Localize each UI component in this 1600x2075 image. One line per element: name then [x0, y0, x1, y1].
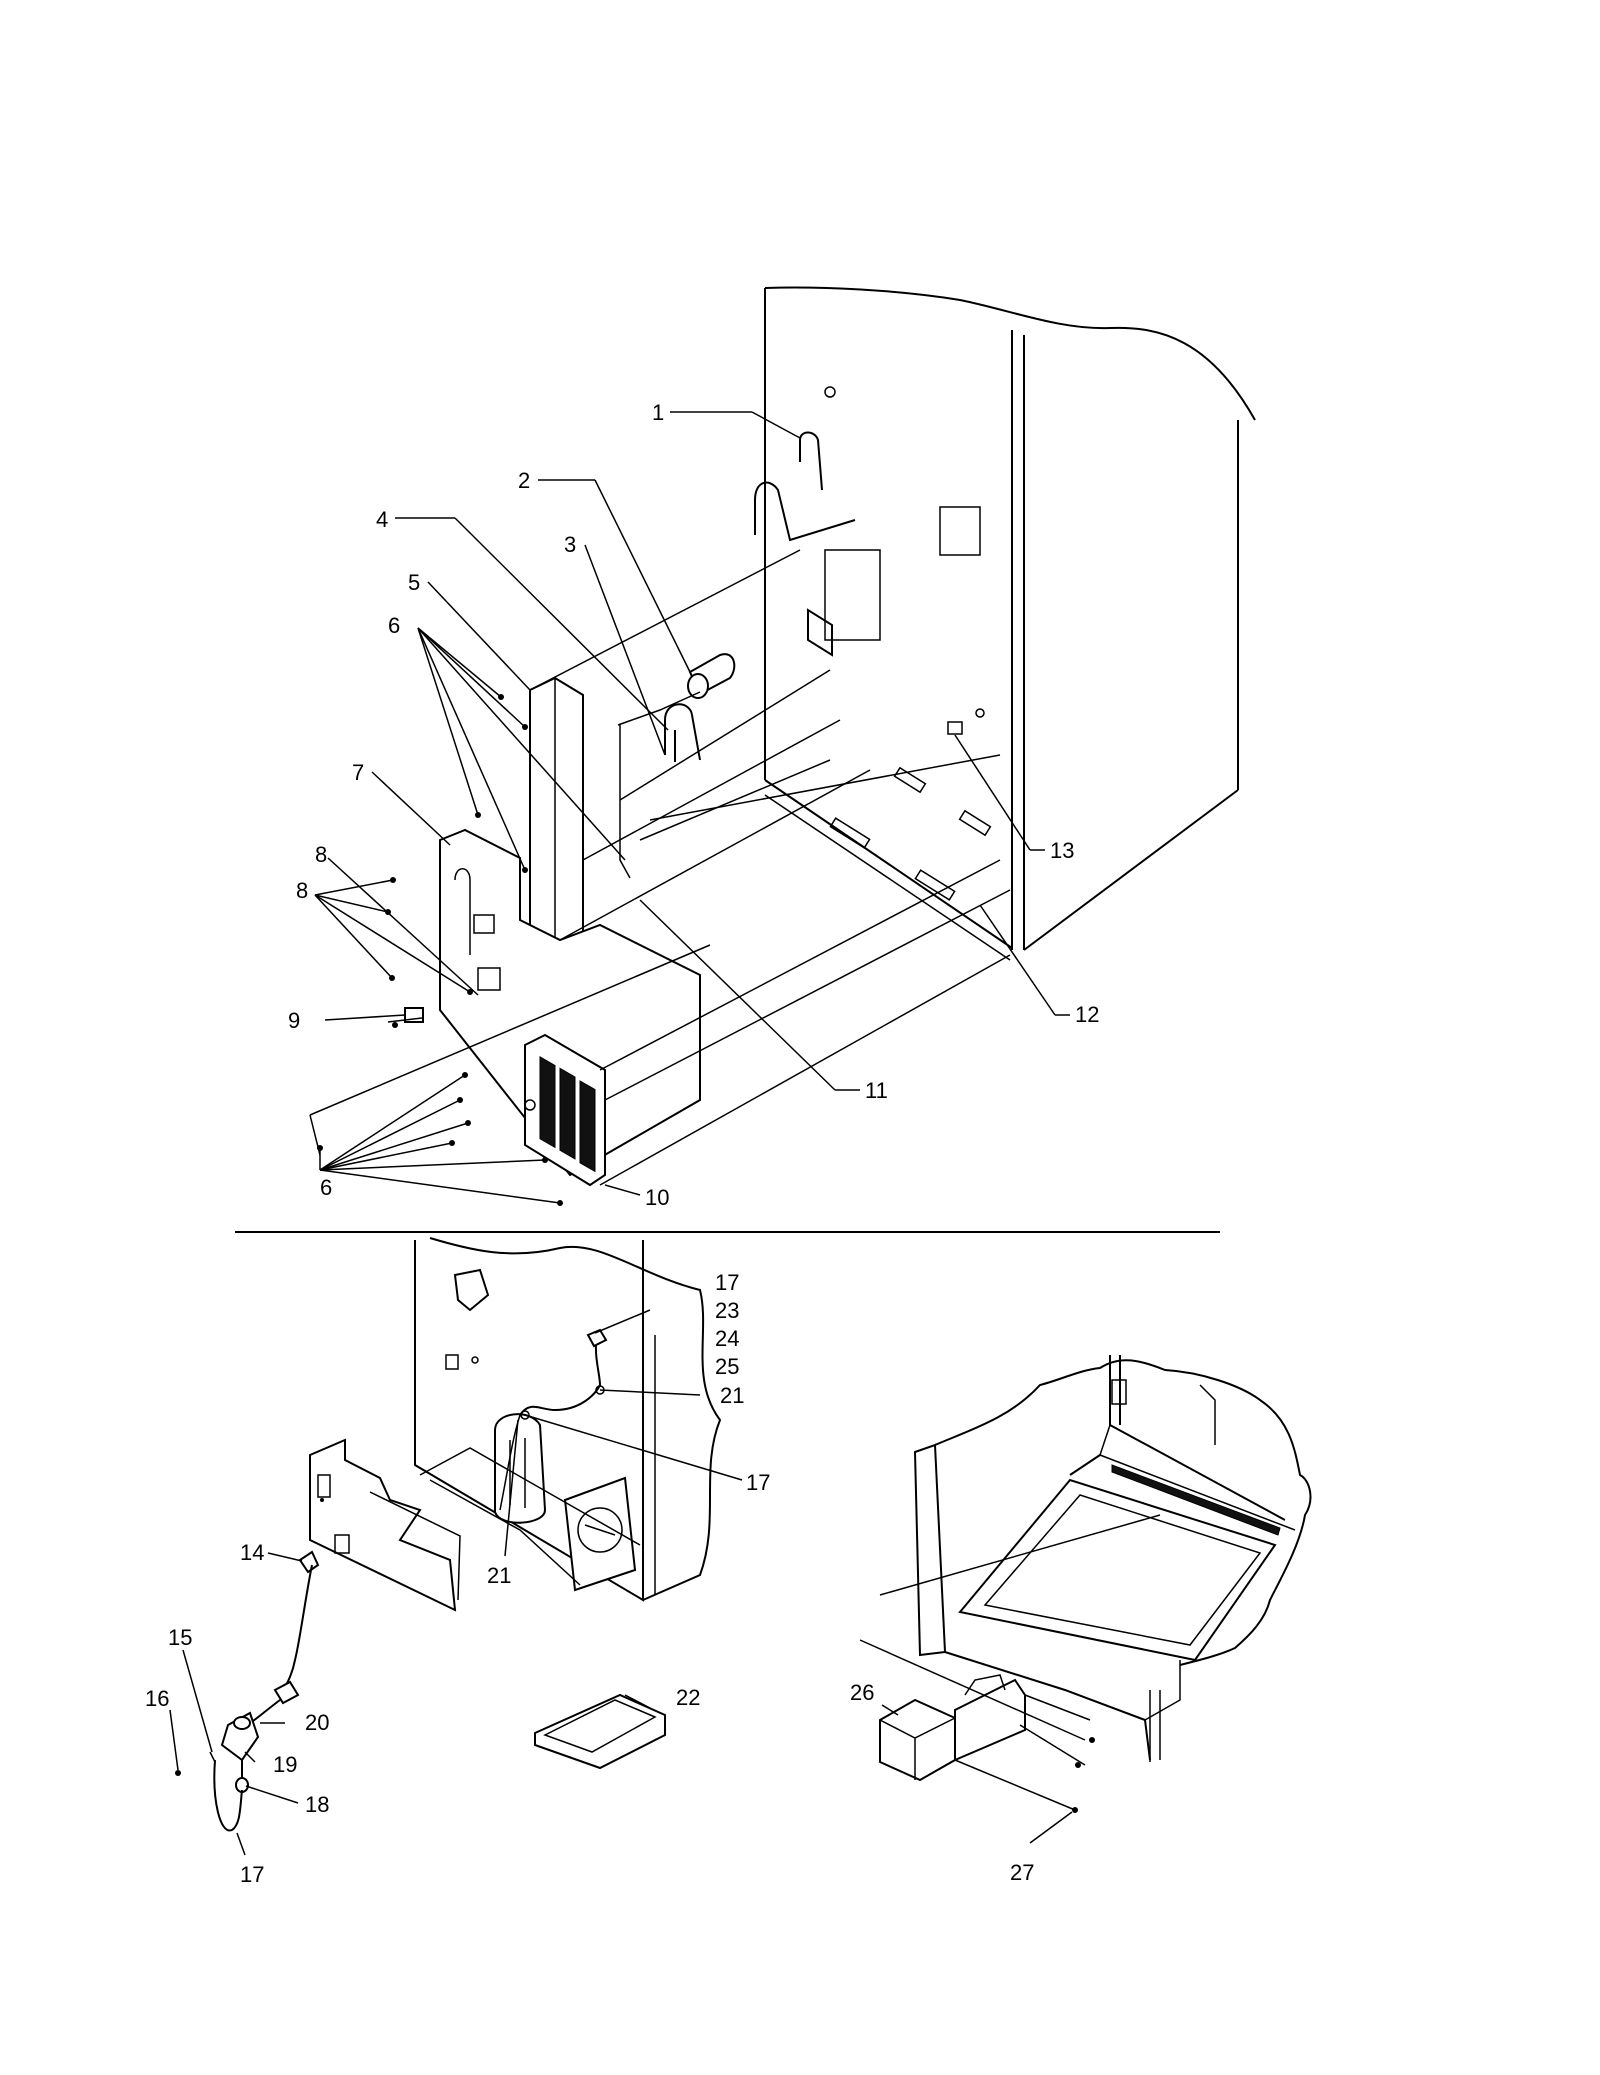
callout-16: 16: [145, 1686, 169, 1711]
callout-6: 6: [388, 613, 400, 638]
callout-22: 22: [676, 1685, 700, 1710]
leader-lines-top: [314, 411, 1070, 1204]
callout-18: 18: [305, 1792, 329, 1817]
part-5-column: [529, 676, 584, 970]
part-bracket-assembly: [754, 481, 881, 657]
cabinet-rear-view: [764, 286, 1256, 961]
wire-harness: [499, 1328, 608, 1511]
callout-20: 20: [305, 1710, 329, 1735]
callout-17: 17: [746, 1470, 770, 1495]
callout-27: 27: [1010, 1860, 1034, 1885]
part-22-drain-tray: [534, 1693, 666, 1770]
callout-2: 2: [518, 468, 530, 493]
water-valve-assembly: [175, 1550, 320, 1832]
compressor-access-panel: [309, 1438, 461, 1612]
callout-labels: 1 2 4 3 5 6 7 8 8 9 6 10 11 12 13 17 23 …: [145, 400, 1099, 1887]
callout-1: 1: [652, 400, 664, 425]
callout-4: 4: [376, 507, 388, 532]
callout-14: 14: [240, 1540, 264, 1565]
callout-9: 9: [288, 1008, 300, 1033]
callout-19: 19: [273, 1752, 297, 1777]
callout-24: 24: [715, 1326, 739, 1351]
callout-15: 15: [168, 1625, 192, 1650]
callout-8: 8: [315, 842, 327, 867]
freezer-interior-view: [913, 1355, 1312, 1762]
part-10-grille: [524, 1033, 606, 1187]
callout-5: 5: [408, 570, 420, 595]
part-27-screws: [859, 1514, 1161, 1844]
callout-25: 25: [715, 1354, 739, 1379]
callout-12: 12: [1075, 1002, 1099, 1027]
part-2-component: [687, 653, 736, 699]
callout-3: 3: [564, 532, 576, 557]
part-26-ice-maker: [879, 1674, 1026, 1782]
base-pan-lines: [309, 549, 1011, 1186]
callout-17: 17: [240, 1862, 264, 1887]
callout-6: 6: [320, 1175, 332, 1200]
part-1-wire-hook: [799, 431, 823, 491]
leader-lines-bottom-left: [169, 1309, 743, 1856]
callout-17: 17: [715, 1270, 739, 1295]
callout-23: 23: [715, 1298, 739, 1323]
callout-26: 26: [850, 1680, 874, 1705]
compressor-compartment-view: [414, 1237, 722, 1602]
callout-21: 21: [720, 1383, 744, 1408]
callout-21: 21: [487, 1563, 511, 1588]
callout-10: 10: [645, 1185, 669, 1210]
callout-8: 8: [296, 878, 308, 903]
callout-7: 7: [352, 760, 364, 785]
part-3-4-clip: [617, 691, 701, 879]
callout-11: 11: [865, 1078, 888, 1103]
callout-13: 13: [1050, 838, 1074, 863]
